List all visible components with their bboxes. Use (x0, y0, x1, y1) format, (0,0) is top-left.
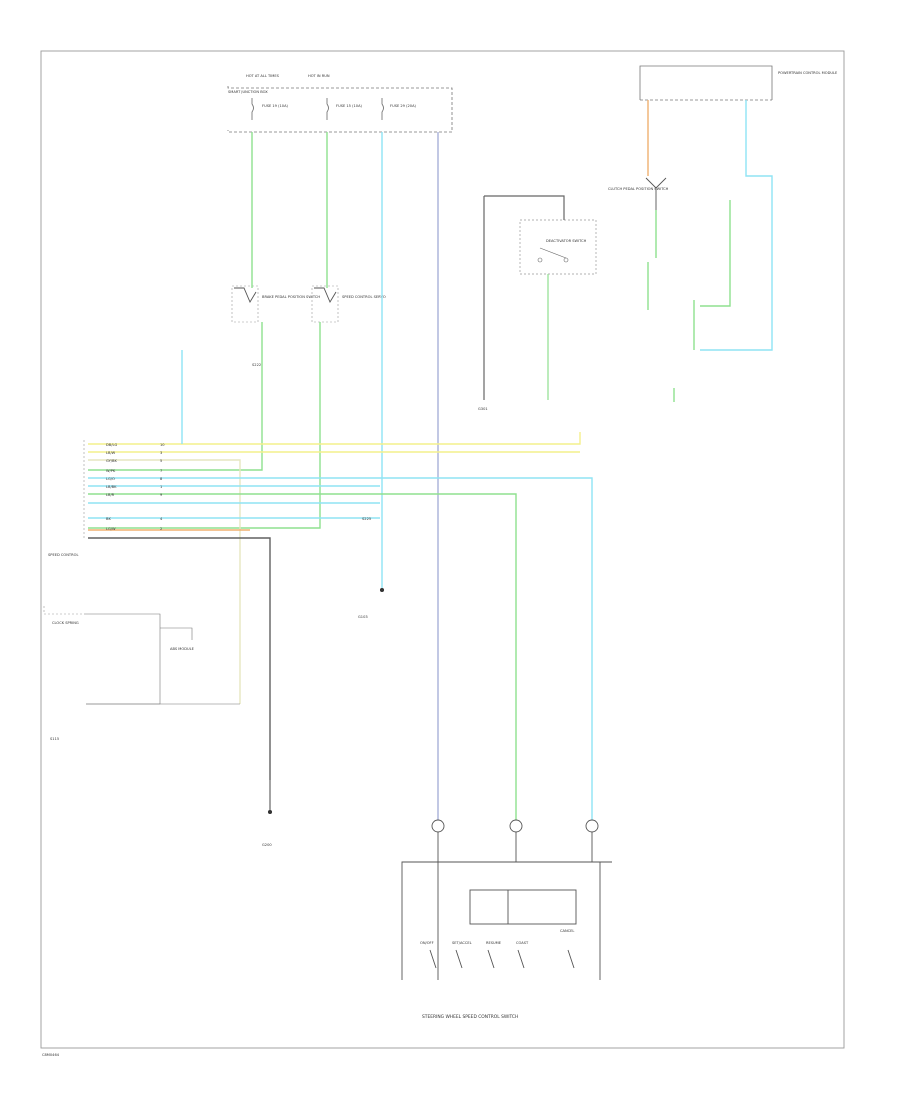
conn-row-7: LB/R (106, 493, 115, 497)
conn-pin-9: 2 (160, 527, 162, 531)
fuse-b-label: FUSE 15 (10A) (336, 104, 363, 108)
splice-a-label: S225 (362, 517, 371, 521)
switch-resume-label: RESUME (486, 941, 502, 945)
fuse-block-label: SMART JUNCTION BOX (228, 90, 268, 94)
conn-pin-2: 3 (160, 451, 162, 455)
abs-module-label: ABS MODULE (170, 647, 195, 651)
switch-coast-label: COAST (516, 941, 529, 945)
fuse-block: SMART JUNCTION BOX HOT AT ALL TIMES HOT … (227, 74, 453, 133)
hot-at-all-times-label: HOT AT ALL TIMES (246, 74, 280, 78)
speed-control-label: SPEED CONTROL (48, 553, 78, 557)
splice-b-label: S222 (252, 363, 261, 367)
conn-pin-1: 10 (160, 443, 165, 447)
conn-row-3: GY/BK (106, 459, 117, 463)
hot-in-run-label: HOT IN RUN (308, 74, 330, 78)
ground-g103-label: G103 (358, 615, 368, 619)
conn-pin-5: 8 (160, 477, 163, 481)
conn-row-5: LG/O (106, 477, 115, 481)
switch-set-accel-label: SET/ACCEL (452, 941, 472, 945)
deactivator-wires (483, 195, 565, 400)
fuse-a-label: FUSE 19 (10A) (262, 104, 289, 108)
conn-row-4: W/PK (106, 469, 116, 473)
switch-on-off-label: ON/OFF (420, 941, 434, 945)
clutch-switch (645, 177, 667, 210)
wire-green-a (88, 132, 263, 471)
brake-switch-a (231, 285, 259, 323)
diagram-title: STEERING WHEEL SPEED CONTROL SWITCH (422, 1014, 518, 1020)
conn-pin-3: 5 (160, 459, 162, 463)
ground-g200 (267, 780, 273, 815)
conn-row-1: DB/LG (106, 443, 117, 447)
pcm-module: POWERTRAIN CONTROL MODULE (639, 65, 838, 101)
ground-g301-label: G301 (478, 407, 488, 411)
brake-switch-a-label: BRAKE PEDAL POSITION SWITCH (262, 295, 320, 299)
diagram-frame (40, 50, 845, 1049)
brake-switch-b (311, 285, 339, 323)
ground-g103 (379, 587, 385, 593)
conn-row-6: LB/BK (106, 485, 117, 489)
deactivator-switch: DEACTIVATOR SWITCH (519, 219, 597, 275)
conn-pin-7: 9 (160, 493, 163, 497)
steering-switch-box (401, 832, 612, 980)
conn-pin-6: 1 (160, 485, 162, 489)
ground-g200-label: G200 (262, 843, 272, 847)
conn-row-8: BK (106, 517, 111, 521)
clock-spring-label: CLOCK SPRING (52, 621, 79, 625)
conn-row-2: LB/W (106, 451, 116, 455)
clock-spring-box (43, 606, 240, 705)
switch-cancel-label: CANCEL (560, 929, 574, 933)
footer-code: C8M0464 (42, 1053, 60, 1057)
conn-row-9: LG/W (106, 527, 116, 531)
splice-label: S115 (50, 737, 59, 741)
wire-green-b (88, 132, 328, 529)
clutch-switch-label: CLUTCH PEDAL POSITION SWITCH (608, 187, 669, 191)
connector-rows: DB/LG 10 LB/W 3 GY/BK 5 W/PK 7 LG/O 8 LB… (106, 443, 165, 531)
pcm-label: POWERTRAIN CONTROL MODULE (778, 71, 838, 75)
steering-connectors (431, 819, 599, 833)
pcm-wires (647, 100, 773, 402)
conn-pin-8: 4 (160, 517, 163, 521)
conn-pin-4: 7 (160, 469, 162, 473)
fuse-c-label: FUSE 29 (20A) (390, 104, 417, 108)
brake-switch-b-label: SPEED CONTROL SERVO (342, 295, 386, 299)
connector-wires (88, 432, 593, 820)
deactivator-label: DEACTIVATOR SWITCH (546, 239, 587, 243)
